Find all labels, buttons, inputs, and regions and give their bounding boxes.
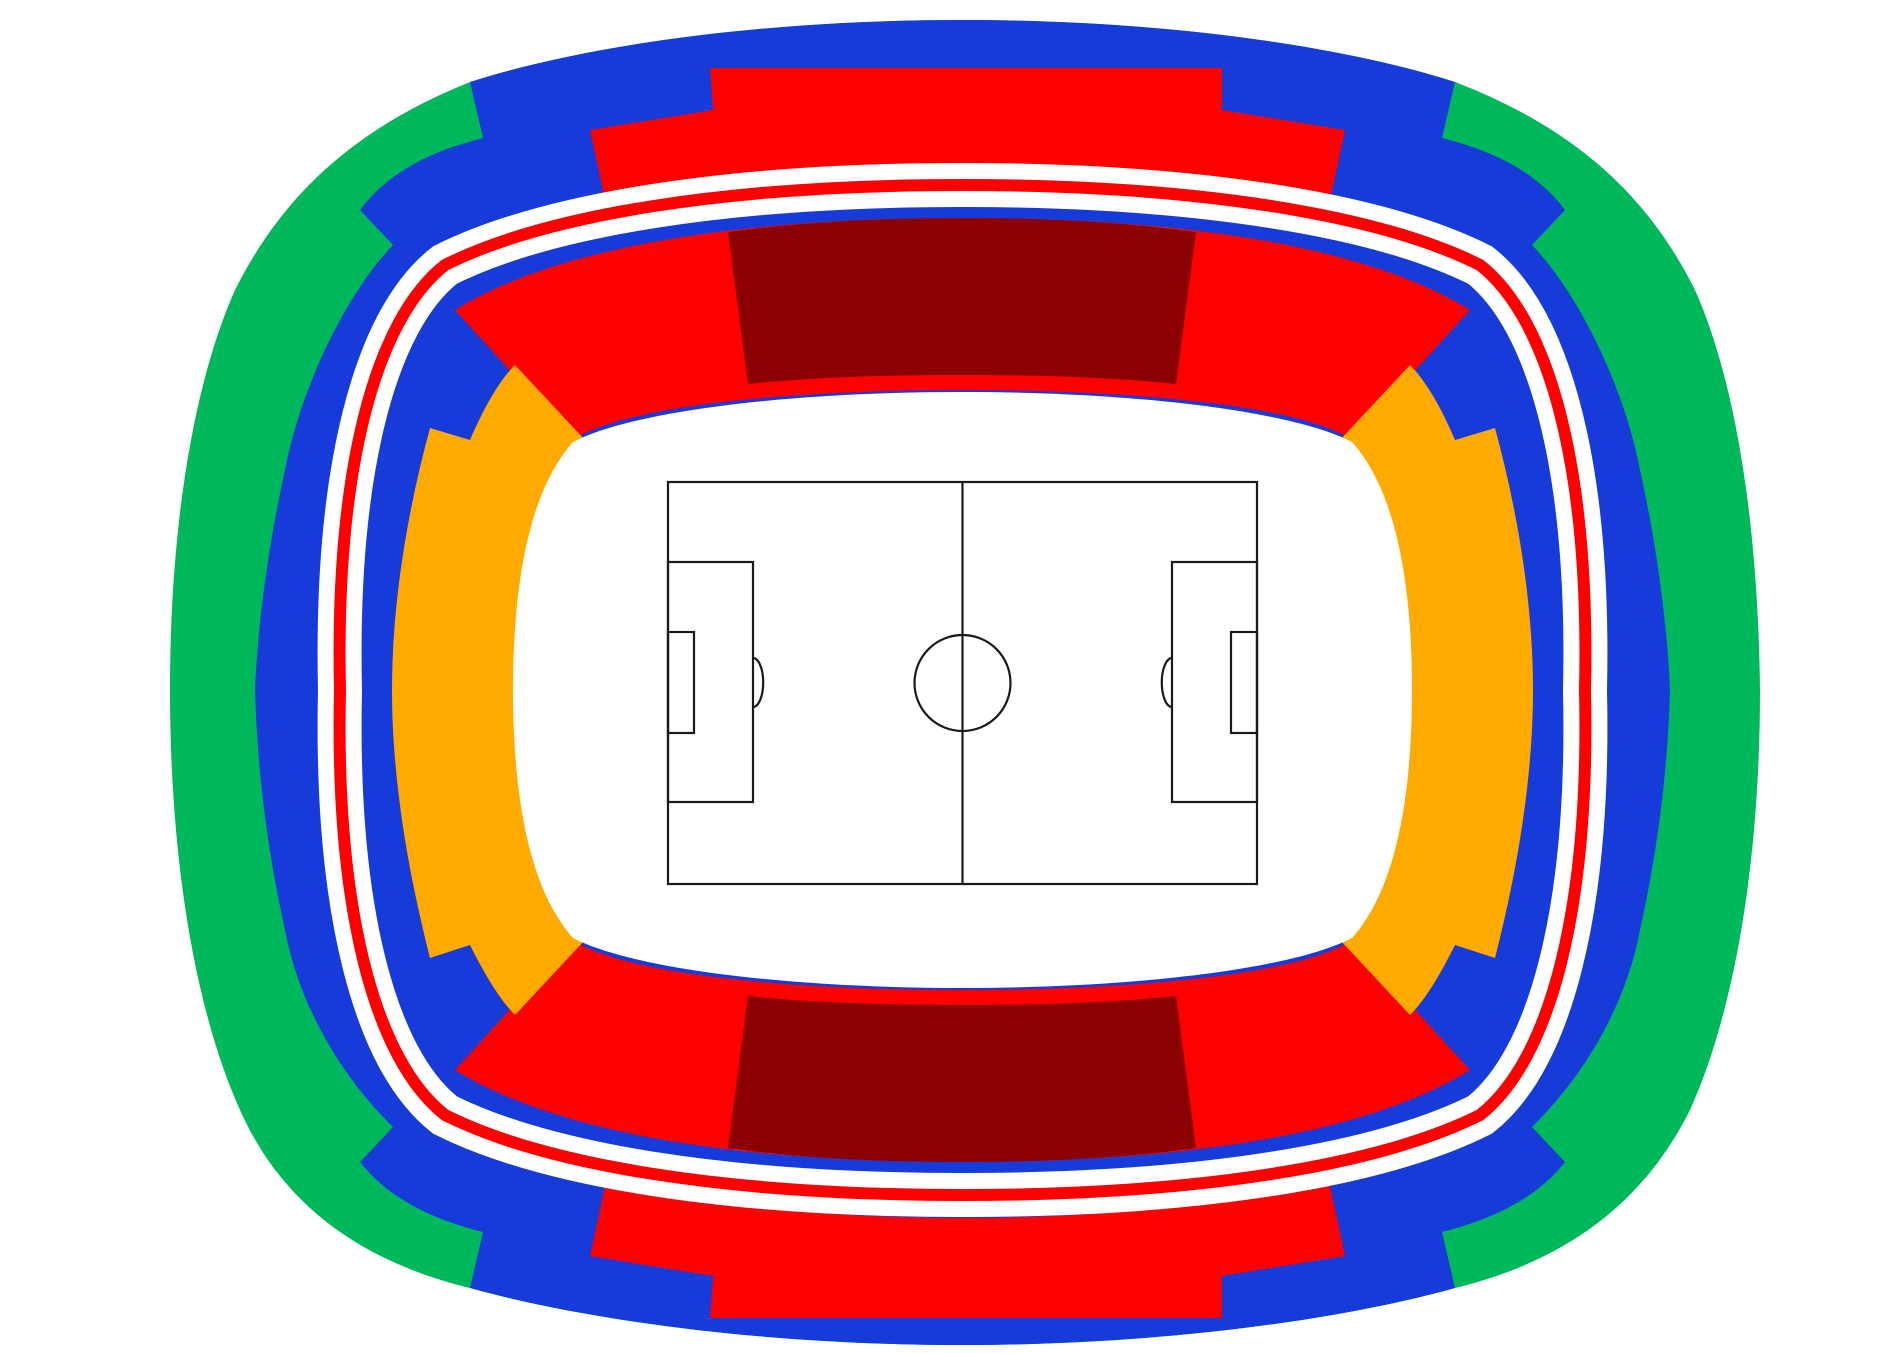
right-penalty-arc bbox=[1160, 656, 1173, 709]
section-lower-top-center[interactable] bbox=[728, 218, 1196, 384]
left-penalty-arc bbox=[752, 656, 765, 709]
pitch-markings bbox=[666, 480, 1259, 886]
concourse-divider-ring bbox=[333, 178, 1592, 1202]
center-circle bbox=[913, 633, 1012, 733]
right-goal-area bbox=[1229, 630, 1259, 735]
left-goal-area bbox=[666, 630, 696, 735]
section-upper-bottom-red[interactable] bbox=[590, 1186, 1345, 1318]
section-lower-bottom-center[interactable] bbox=[728, 996, 1196, 1162]
section-upper-top-red[interactable] bbox=[590, 68, 1345, 200]
